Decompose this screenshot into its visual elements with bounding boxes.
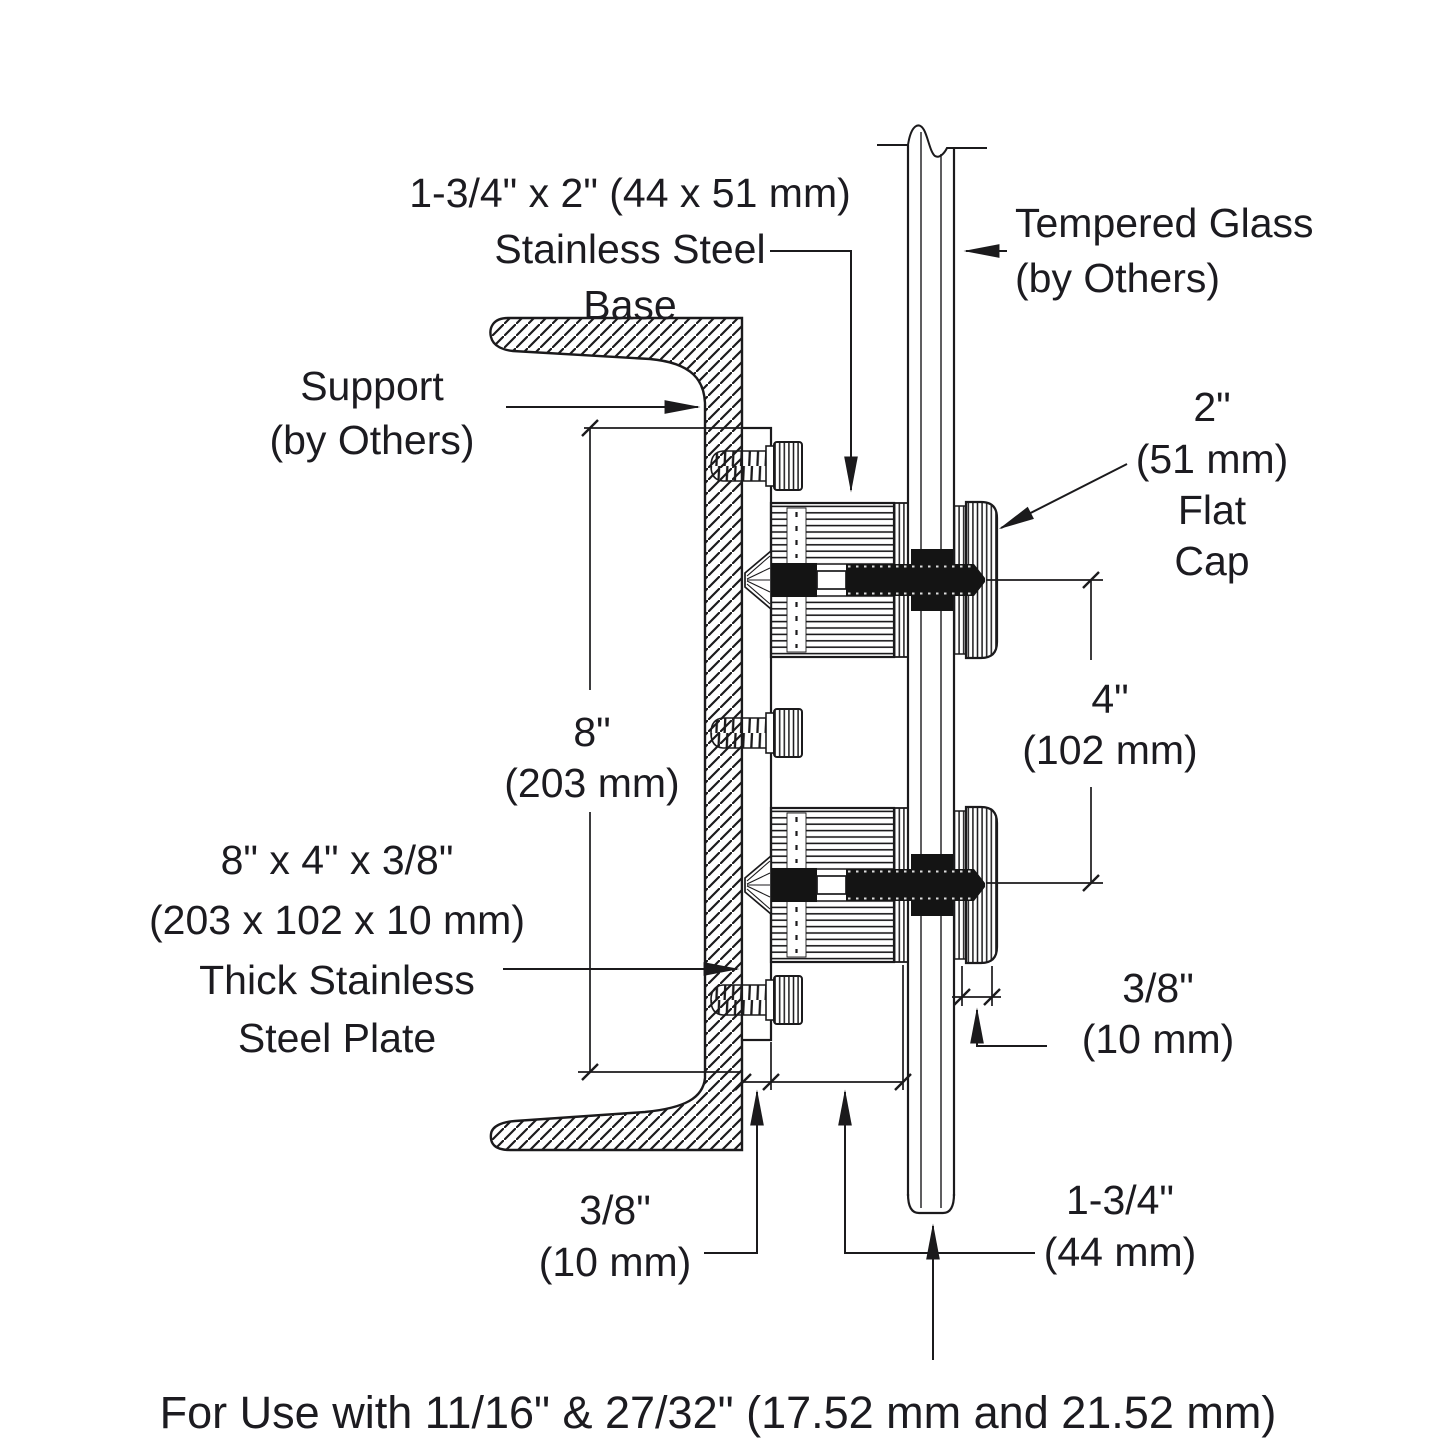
standoff-lower: [743, 805, 999, 965]
dim-4in-line2: (102 mm): [1022, 727, 1197, 773]
support-label-line2: (by Others): [269, 417, 474, 463]
flat-cap-label-line3: Flat: [1178, 487, 1247, 533]
dim-plate-thickness-line1: 3/8": [579, 1187, 651, 1233]
cap-thickness-leader: [970, 1007, 1047, 1047]
dimension-lines: [578, 419, 1103, 1091]
base-leader: [770, 250, 858, 493]
flat-cap-label-line4: Cap: [1174, 538, 1249, 584]
flat-cap-leader: [998, 463, 1128, 530]
glass-panel: [877, 124, 987, 1215]
support-channel: [489, 316, 744, 1152]
support-label-line1: Support: [300, 363, 444, 409]
dim-cap-thickness-line2: (10 mm): [1082, 1016, 1235, 1062]
tempered-glass-label-line2: (by Others): [1015, 255, 1220, 301]
plate-label-line2: (203 x 102 x 10 mm): [149, 897, 525, 943]
dim-cap-thickness-line1: 3/8": [1122, 965, 1194, 1011]
footnote: For Use with 11/16" & 27/32" (17.52 mm a…: [160, 1387, 1277, 1438]
glass-bottom-edge: [906, 1193, 956, 1215]
dim-8in-line1: 8": [573, 709, 610, 755]
glass-break-symbol: [877, 124, 987, 158]
dim-base-length-line2: (44 mm): [1044, 1229, 1197, 1275]
base-label-line3: Base: [583, 282, 676, 328]
tempered-glass-label-line1: Tempered Glass: [1015, 200, 1314, 246]
dim-plate-thickness-line2: (10 mm): [539, 1239, 692, 1285]
plate-thickness-leader: [704, 1089, 764, 1254]
dim-base-length-line1: 1-3/4": [1066, 1177, 1174, 1223]
plate-label-line3: Thick Stainless: [199, 957, 475, 1003]
dim-8in-line2: (203 mm): [504, 760, 679, 806]
standoff-upper: [743, 500, 999, 660]
base-label-line1: 1-3/4" x 2" (44 x 51 mm): [409, 170, 851, 216]
labels: 1-3/4" x 2" (44 x 51 mm) Stainless Steel…: [149, 170, 1314, 1438]
base-length-leader: [838, 1089, 1035, 1254]
plate-label-line4: Steel Plate: [238, 1015, 436, 1061]
flat-cap-label-line2: (51 mm): [1136, 436, 1289, 482]
leader-arrows: [503, 244, 1128, 1360]
dim-4in-line1: 4": [1091, 676, 1128, 722]
plate-label-line1: 8" x 4" x 3/8": [221, 837, 454, 883]
flat-cap-label-line1: 2": [1193, 384, 1230, 430]
base-label-line2: Stainless Steel: [494, 226, 765, 272]
